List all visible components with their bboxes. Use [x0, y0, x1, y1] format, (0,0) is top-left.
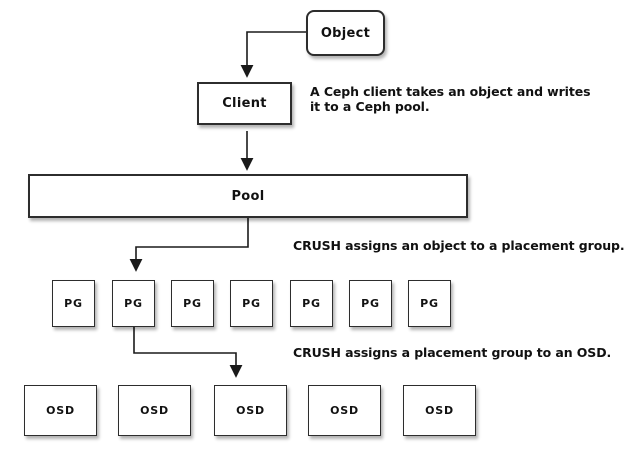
osd-node-label: OSD — [330, 404, 359, 417]
pg-node-label: PG — [361, 297, 380, 310]
pg-node: PG — [112, 280, 155, 327]
object-node-label: Object — [320, 25, 371, 41]
client-node: Client — [197, 82, 292, 125]
pg-node-label: PG — [124, 297, 143, 310]
arrow-pool-to-pg — [129, 218, 249, 272]
pg-node-label: PG — [242, 297, 261, 310]
arrow-pg-to-osd — [133, 327, 243, 378]
osd-node: OSD — [403, 385, 476, 436]
pool-node: Pool — [28, 174, 468, 218]
pg-node-label: PG — [64, 297, 83, 310]
pool-node-label: Pool — [231, 188, 265, 204]
osd-node-label: OSD — [236, 404, 265, 417]
crush-pg-annotation: CRUSH assigns an object to a placement g… — [293, 238, 625, 253]
client-node-label: Client — [222, 96, 267, 111]
osd-node-label: OSD — [425, 404, 454, 417]
pg-node: PG — [408, 280, 451, 327]
pg-node-label: PG — [420, 297, 439, 310]
osd-node-label: OSD — [140, 404, 169, 417]
client-annotation: A Ceph client takes an object and writes… — [310, 84, 591, 114]
osd-node: OSD — [308, 385, 381, 436]
pg-node: PG — [349, 280, 392, 327]
arrow-object-to-client — [240, 31, 306, 78]
pg-node: PG — [171, 280, 214, 327]
object-node: Object — [306, 10, 385, 56]
crush-osd-annotation: CRUSH assigns a placement group to an OS… — [293, 345, 612, 360]
pg-node-label: PG — [183, 297, 202, 310]
pg-node: PG — [52, 280, 95, 327]
osd-node: OSD — [214, 385, 287, 436]
osd-node: OSD — [24, 385, 97, 436]
osd-node-label: OSD — [46, 404, 75, 417]
pg-node: PG — [230, 280, 273, 327]
pg-node-label: PG — [302, 297, 321, 310]
pg-node: PG — [290, 280, 333, 327]
osd-node: OSD — [118, 385, 191, 436]
